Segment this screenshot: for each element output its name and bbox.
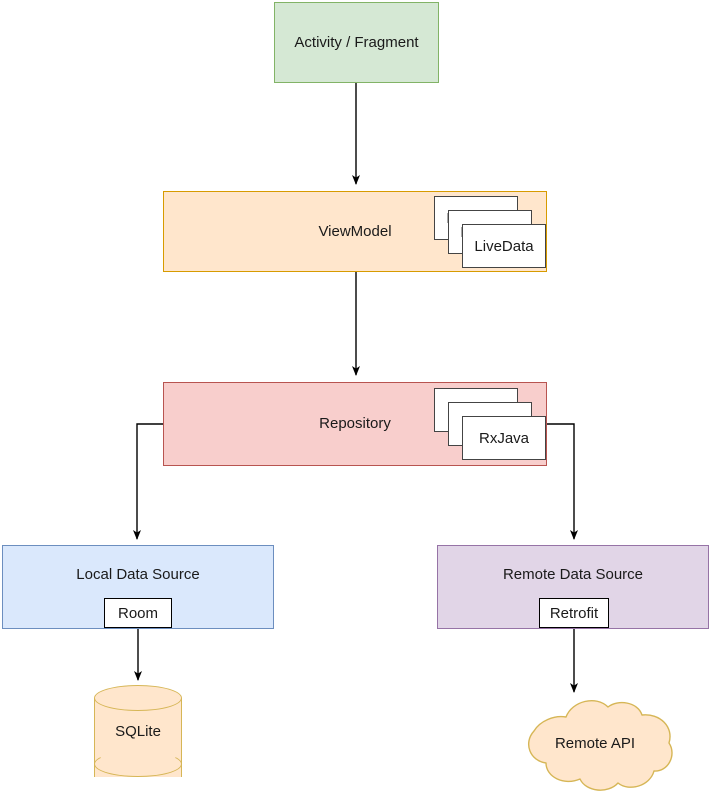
node-sqlite-label: SQLite <box>115 723 161 740</box>
edge-repository-to-remote <box>547 423 578 540</box>
chip-retrofit-label: Retrofit <box>549 604 599 622</box>
rxjava-card-front-label: RxJava <box>478 429 530 447</box>
node-activity-fragment-label: Activity / Fragment <box>294 33 419 51</box>
node-activity-fragment[interactable]: Activity / Fragment <box>274 2 439 83</box>
rxjava-card-front[interactable]: RxJava <box>462 416 546 460</box>
edge-repository-to-local <box>133 423 163 540</box>
livedata-card-front-label: LiveData <box>474 237 534 255</box>
node-sqlite-database[interactable]: SQLite <box>94 685 182 790</box>
node-remote-api-cloud[interactable]: Remote API <box>514 697 676 794</box>
chip-room[interactable]: Room <box>104 598 172 628</box>
chip-retrofit[interactable]: Retrofit <box>539 598 609 628</box>
livedata-card-front[interactable]: LiveData <box>462 224 546 268</box>
node-viewmodel-label: ViewModel <box>318 222 392 240</box>
node-local-data-source-label: Local Data Source <box>76 566 200 584</box>
stack-rxjava: RxJava RxJava RxJava <box>434 388 546 492</box>
node-repository-label: Repository <box>319 415 391 433</box>
stack-livedata: LiveData LiveData LiveData <box>434 196 546 300</box>
cloud-shape <box>528 699 673 791</box>
chip-room-label: Room <box>117 604 158 622</box>
node-remote-data-source-label: Remote Data Source <box>502 566 644 584</box>
cylinder-bottom-ellipse <box>94 751 182 777</box>
node-remote-api-label: Remote API <box>554 735 636 752</box>
cylinder-top-ellipse <box>94 685 182 711</box>
